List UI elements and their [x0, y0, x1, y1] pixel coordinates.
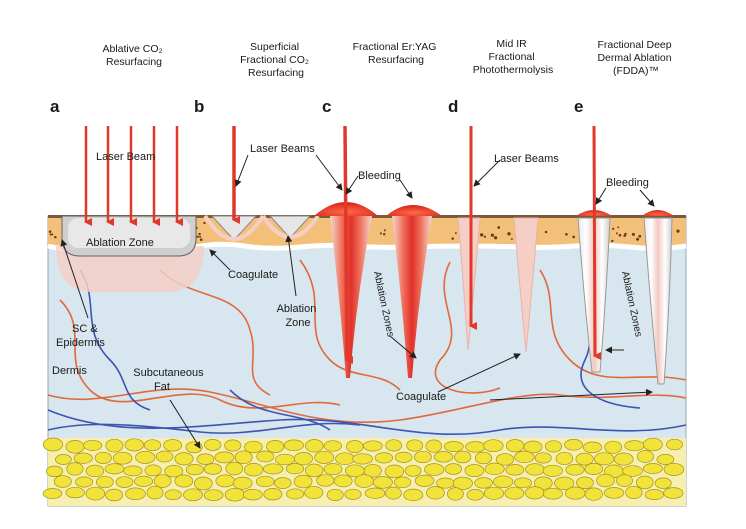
label-coagulate-mid: Coagulate [396, 391, 446, 403]
header-superficial-fractional: Superficial Fractional CO₂ Resurfacing [240, 41, 312, 79]
header-fractional-eryag: Fractional Er:YAG Resurfacing [353, 41, 440, 66]
label-ablation-zone-b: Ablation Zone [277, 303, 320, 329]
ablation-cone-b2 [268, 215, 312, 239]
blood-vessels [47, 259, 687, 436]
label-sc-epidermis: SC & Epidermis [56, 323, 105, 349]
label-laser-beam: Laser Beam [96, 151, 155, 163]
label-dermis: Dermis [52, 365, 87, 377]
label-coagulate-b: Coagulate [228, 269, 278, 281]
label-bleeding-c: Bleeding [358, 170, 401, 182]
ablation-channel-c1 [330, 216, 372, 378]
panel-letter-d: d [448, 97, 458, 116]
panel-letter-b: b [194, 97, 204, 116]
label-subcutaneous-fat: Subcutaneous Fat [133, 367, 206, 393]
leader-lines [60, 154, 655, 449]
label-laser-beams-b: Laser Beams [250, 143, 315, 155]
coagulate-column-d1 [457, 217, 481, 351]
bleeding-dome-c2 [386, 205, 442, 216]
label-bleeding-e: Bleeding [606, 177, 649, 189]
ablation-channel-c2 [392, 216, 432, 378]
coagulate-column-d2 [513, 217, 539, 353]
panel-letter-c: c [322, 97, 331, 116]
bleeding-dome-e2 [642, 210, 674, 216]
header-mid-ir: Mid IR Fractional Photothermolysis [473, 38, 554, 76]
epidermis-cells [48, 221, 680, 243]
fat-cells [42, 437, 685, 502]
header-ablative-co2: Ablative CO₂ Resurfacing [102, 43, 165, 68]
label-laser-beams-d: Laser Beams [494, 153, 559, 165]
laser-beams [84, 125, 602, 364]
coagulate-zone-a [56, 246, 204, 292]
label-ablation-zone: Ablation Zone [86, 237, 154, 249]
panel-letter-a: a [50, 97, 60, 116]
ablation-channel-e2 [643, 217, 673, 385]
panel-letter-e: e [574, 97, 583, 116]
header-fdda: Fractional Deep Dermal Ablation (FDDA)™ [597, 39, 674, 77]
